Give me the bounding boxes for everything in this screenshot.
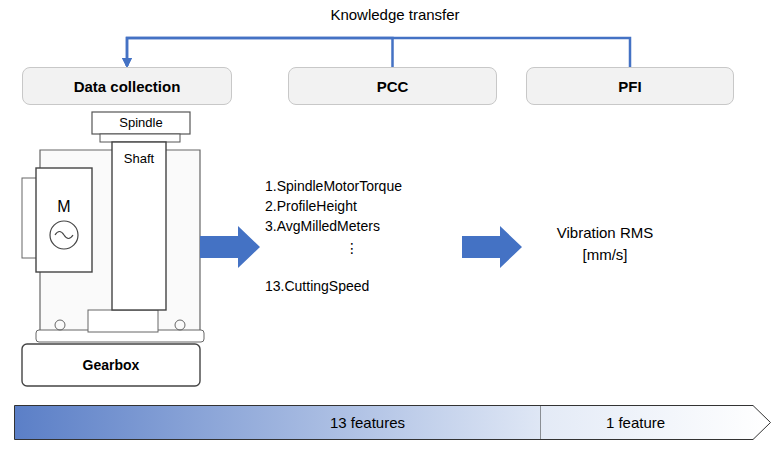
band-shape [14,405,541,440]
node-text: 13 features [330,414,405,431]
gearbox-part [22,344,200,386]
bolt [55,320,65,330]
part-name: Spindle [92,112,190,134]
feedback-connector [127,38,630,67]
coupling [88,310,158,332]
feature-name: 2.ProfileHeight [265,198,357,214]
node-text: PCC [377,78,409,95]
process-box: PCC [288,67,497,105]
motor-symbol [50,221,78,249]
feedback-connector [127,38,393,67]
target-feature: Vibration RMS [mm/s] [545,222,665,266]
motor-part [36,168,92,272]
process-box: Data collection [22,67,232,105]
part-name: Gearbox [22,355,200,375]
spindle-flange [100,134,180,142]
node-text: PFI [618,78,641,95]
shaft-part [112,142,166,310]
feature-name: 1.SpindleMotorTorque [265,178,402,194]
feature-name: 3.AvgMilledMeters [265,218,380,234]
feature-band: 13 features [14,405,541,440]
node-text: 1 feature [606,414,665,431]
node-text: Data collection [74,78,181,95]
part-name: M [57,198,71,216]
ac-symbol [55,232,73,239]
process-box: PFI [526,67,734,105]
bolt [175,320,185,330]
feature-arrow-band: 1 feature [540,405,771,440]
flow-arrow [462,226,522,268]
edge-label: Knowledge transfer [330,6,459,23]
part-name: Shaft [112,150,166,168]
feature-name: 13.CuttingSpeed [265,278,369,294]
flow-arrow [200,226,260,268]
ellipsis: ⋮ [345,240,359,256]
spindle-part [92,112,190,134]
